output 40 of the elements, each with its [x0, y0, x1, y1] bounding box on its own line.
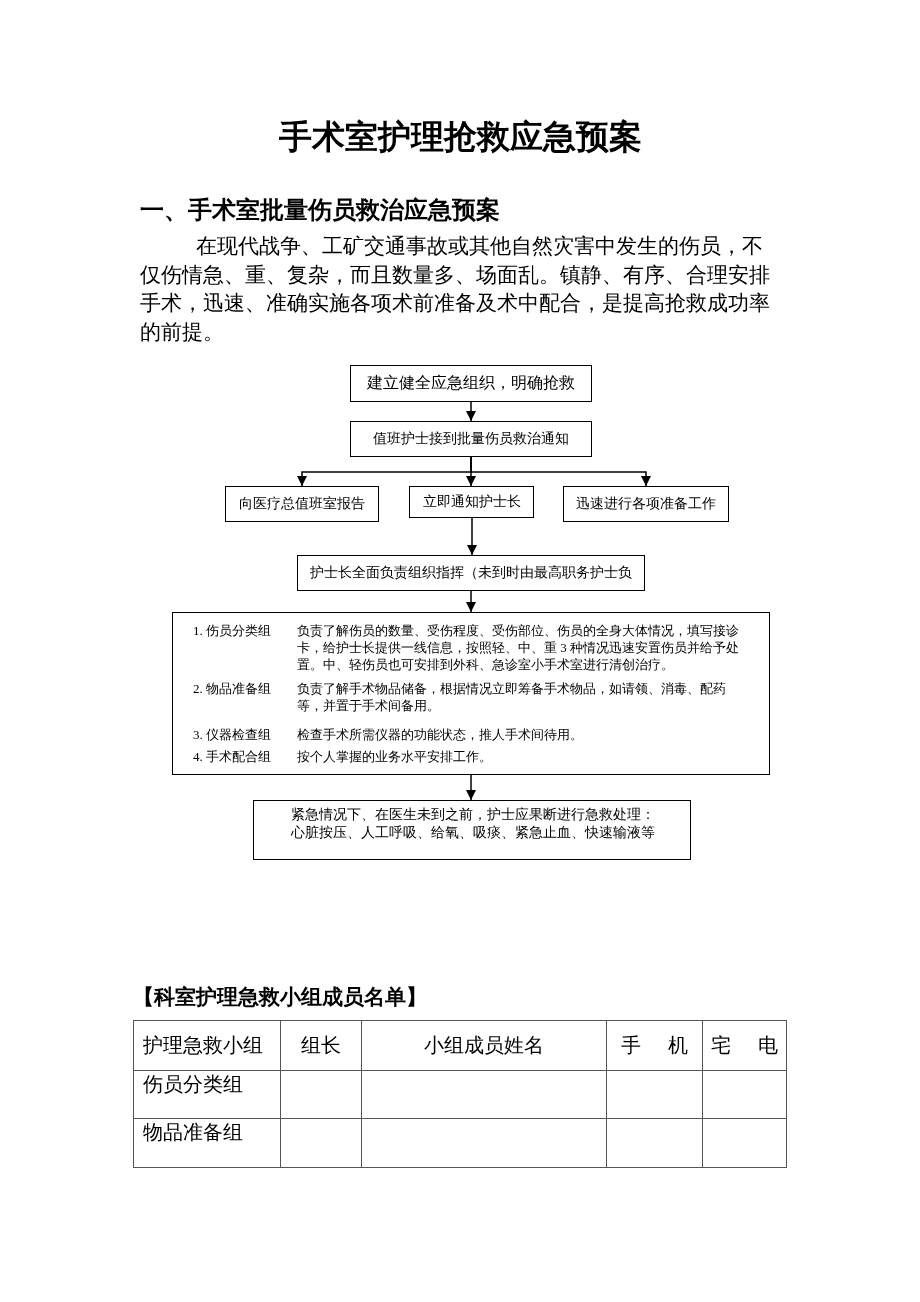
process-box	[350, 421, 592, 457]
group-duty-text: 负责了解手术物品储备，根据情况立即筹备手术物品，如请领、消毒、配药等，并置于手术间备用。	[297, 680, 727, 714]
arrow	[467, 517, 477, 556]
arrow	[470, 456, 651, 487]
group-name: 4. 手术配合组	[193, 748, 271, 765]
table-header-cell: 手 机	[606, 1020, 703, 1071]
table-header-cell: 小组成员姓名	[361, 1020, 607, 1071]
section-heading: 一、手术室批量伤员救治应急预案	[140, 195, 500, 225]
step-text: 迅速进行各项准备工作	[576, 495, 716, 513]
process-box	[253, 800, 691, 860]
process-box	[563, 486, 729, 522]
process-box	[297, 555, 645, 591]
process-box	[409, 486, 534, 518]
note-text: 紧急情况下、在医生未到之前，护士应果断进行急救处理：	[291, 806, 655, 824]
process-box	[172, 612, 770, 775]
group-name: 2. 物品准备组	[193, 680, 271, 698]
arrow	[466, 774, 476, 801]
table-header-cell: 组长	[280, 1020, 362, 1071]
process-box	[225, 486, 379, 522]
table-heading: 【科室护理急救小组成员名单】	[133, 984, 427, 1010]
step-text: 值班护士接到批量伤员救治通知	[373, 430, 569, 448]
group-duty-text: 负责了解伤员的数量、受伤程度、受伤部位、伤员的全身大体情况，填写接诊卡，给护士长提供一线信息，按照轻、中、重 3 种情况迅速安置伤员并给予处置。中、轻伤员也可安排到外科、急诊室小手术室进行清创治疗。	[297, 622, 740, 673]
step-text: 护士长全面负责组织指挥（未到时由最高职务护士负	[310, 564, 632, 582]
group-name: 3. 仪器检查组	[193, 726, 271, 743]
table-header-cell: 护理急救小组	[133, 1020, 281, 1071]
process-box	[350, 365, 592, 402]
note-text: 心脏按压、人工呼吸、给氧、吸痰、紧急止血、快速输液等	[291, 824, 655, 842]
group-duty-text: 按个人掌握的业务水平安排工作。	[297, 748, 492, 765]
step-text: 建立健全应急组织，明确抢救	[367, 373, 575, 393]
arrow	[466, 590, 476, 613]
table-header-cell: 宅 电	[702, 1020, 787, 1071]
group-duty-text: 检查手术所需仪器的功能状态，推人手术间待用。	[297, 726, 583, 743]
intro-paragraph: 在现代战争、工矿交通事故或其他自然灾害中发生的伤员，不仅伤情急、重、复杂，而且数量多、场面乱。镇静、有序、合理安排手术，迅速、准确实施各项术前准备及术中配合，是提高抢救成功率的前提。	[140, 233, 771, 346]
page-title: 手术室护理抢救应急预案	[278, 117, 642, 157]
table-row-label: 物品准备组	[133, 1118, 281, 1168]
arrow	[466, 401, 476, 422]
step-text: 立即通知护士长	[422, 493, 521, 511]
step-text: 向医疗总值班室报告	[239, 495, 365, 513]
group-name: 1. 伤员分类组	[193, 622, 271, 640]
table-row-label: 伤员分类组	[133, 1070, 281, 1119]
